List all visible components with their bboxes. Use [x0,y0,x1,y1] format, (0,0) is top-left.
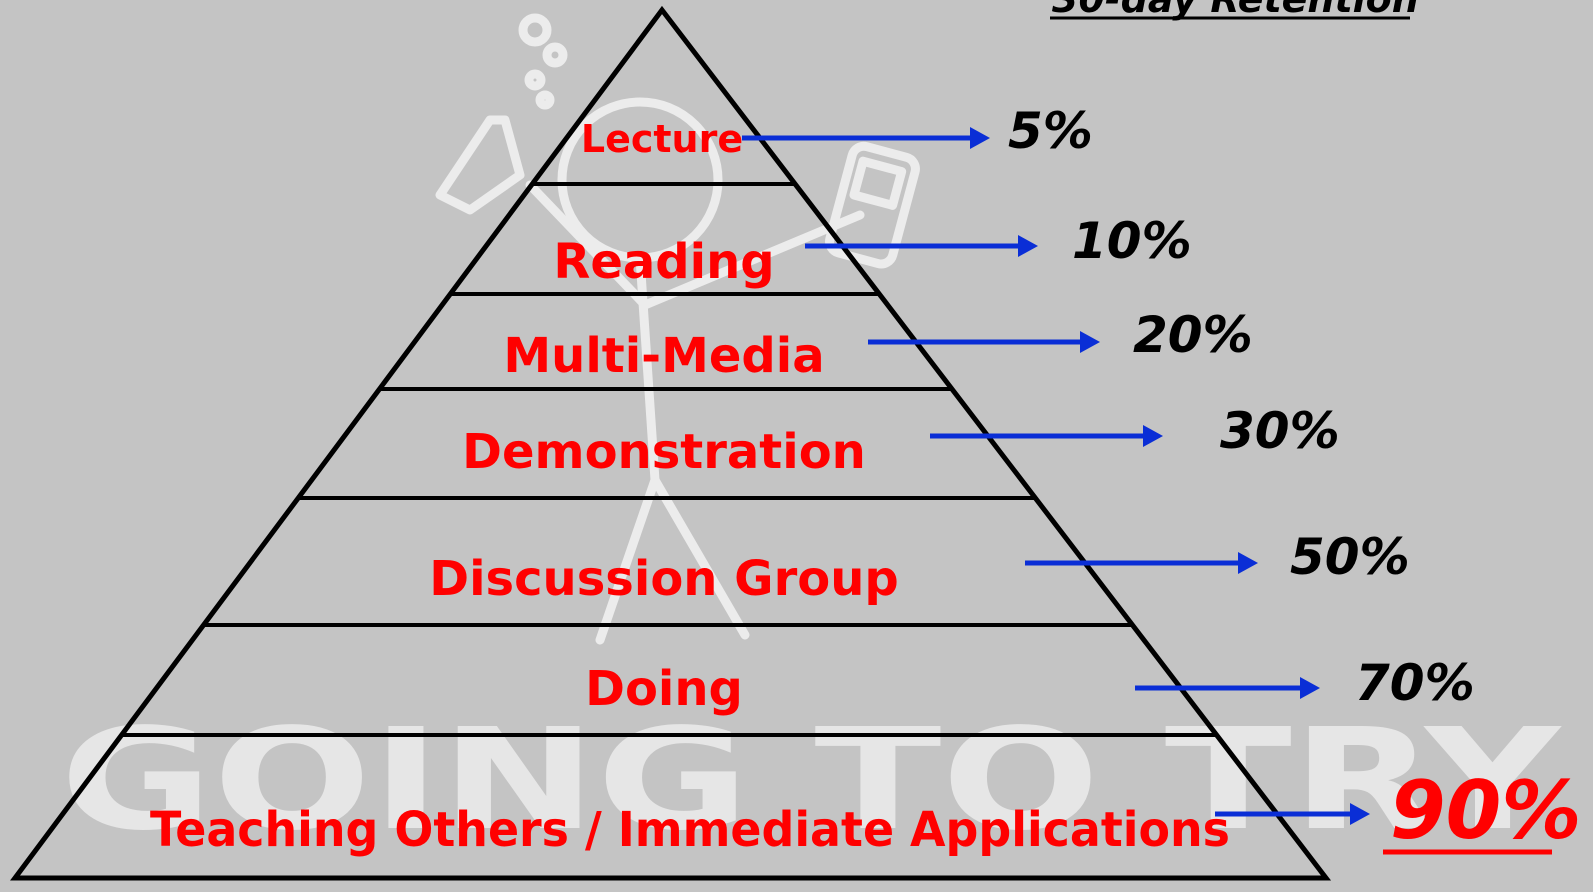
retention-percentage: 20% [1133,306,1253,364]
pyramid-level-label: Multi-Media [503,328,824,384]
retention-arrowhead [1300,677,1320,699]
stick-figure-scientist-watermark-icon [435,13,920,645]
retention-arrowhead [1080,331,1100,353]
pyramid-level-label: Reading [553,234,774,290]
pyramid-outline [10,5,1332,881]
retention-percentage: 10% [1072,212,1192,270]
pyramid-level-label: Discussion Group [429,551,899,607]
retention-percentage: 5% [1008,102,1093,160]
pyramid-level-label: Teaching Others / Immediate Applications [150,802,1230,858]
retention-heading: 30-day Retention [1052,0,1419,21]
retention-percentage: 30% [1220,402,1340,460]
watermark-text: GOING TO TRY [60,699,1562,862]
retention-arrowhead [1143,425,1163,447]
pyramid-levels: LectureReadingMulti-MediaDemonstrationDi… [150,117,1230,858]
retention-percentage: 90% [1390,764,1581,857]
retention-percentage: 70% [1355,654,1475,712]
retention-arrowhead [1238,552,1258,574]
retention-arrowhead [970,127,990,149]
pyramid-level-label: Doing [585,661,743,717]
retention-percentages: 5% 10% 20% 30% 50% 70% 90% [1008,102,1581,857]
pyramid-triangle [10,5,1332,881]
retention-arrowhead [1350,803,1370,825]
pyramid-level-label: Lecture [581,117,743,161]
pyramid-level-label: Demonstration [462,424,866,480]
retention-arrows [742,127,1370,825]
retention-arrowhead [1018,235,1038,257]
retention-percentage: 50% [1290,528,1410,586]
